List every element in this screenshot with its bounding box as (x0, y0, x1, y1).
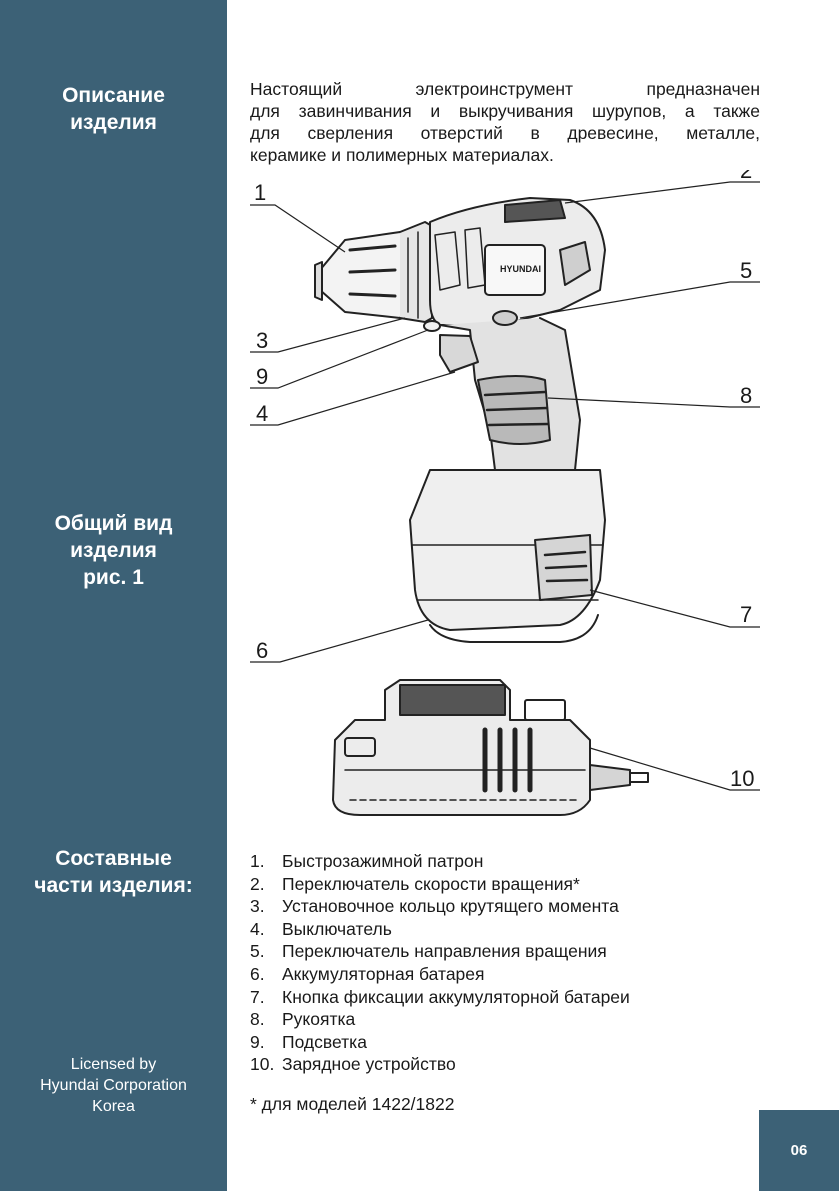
callout-3: 3 (256, 328, 268, 353)
general-view-heading-line: изделия (70, 539, 157, 562)
sidebar (0, 0, 227, 1191)
item-label: Выключатель (282, 918, 392, 939)
license-line: Hyundai Corporation (40, 1077, 187, 1094)
description-heading-line: Описание (62, 84, 165, 107)
list-item: 3. Установочное кольцо крутящего момента (250, 895, 630, 918)
list-item: 9. Подсветка (250, 1031, 630, 1054)
item-label: Переключатель направления вращения (282, 941, 607, 962)
callout-2: 2 (740, 170, 752, 183)
item-number: 6. (250, 963, 265, 984)
item-number: 10. (250, 1054, 275, 1075)
item-number: 9. (250, 1031, 265, 1052)
item-label: Установочное кольцо крутящего момента (282, 896, 619, 917)
components-heading-line: части изделия: (34, 874, 193, 897)
list-item: 10. Зарядное устройство (250, 1053, 630, 1076)
intro-line: Настоящий электроинструмент предназначен (250, 79, 760, 99)
page-number: 06 (759, 1110, 839, 1191)
intro-line: для сверления отверстий в древесине, мет… (250, 123, 760, 143)
item-number: 4. (250, 918, 265, 939)
parts-list: 1. Быстрозажимной патрон 2. Переключатель … (250, 850, 630, 1076)
list-item: 1. Быстрозажимной патрон (250, 850, 630, 873)
item-label: Рукоятка (282, 1009, 356, 1030)
light-shape (423, 320, 441, 332)
list-item: 8. Рукоятка (250, 1008, 630, 1031)
list-item: 4. Выключатель (250, 918, 630, 941)
item-number: 1. (250, 851, 265, 871)
item-label: Зарядное устройство (282, 1054, 456, 1075)
item-label: Быстрозажимной патрон (282, 851, 484, 871)
trigger-shape (439, 334, 479, 373)
license-text: Licensed by Hyundai Corporation Korea (0, 1054, 227, 1117)
list-item: 7. Кнопка фиксации аккумуляторной батареи (250, 986, 630, 1009)
callout-8: 8 (740, 383, 752, 408)
torque-ring-shape (399, 221, 433, 323)
item-number: 7. (250, 986, 265, 1007)
item-number: 3. (250, 896, 265, 917)
drill-figure: HYUNDAI 1 2 3 4 5 6 7 8 9 10 (250, 170, 760, 816)
list-item: 2. Переключатель скорости вращения* (250, 873, 630, 896)
item-label: Аккумуляторная батарея (282, 963, 485, 984)
model-note: * для моделей 1422/1822 (250, 1094, 455, 1114)
item-label: Подсветка (282, 1031, 367, 1052)
license-line: Licensed by (70, 1056, 157, 1073)
components-heading: Составные части изделия: (0, 845, 227, 899)
license-line: Korea (92, 1098, 135, 1115)
list-item: 6. Аккумуляторная батарея (250, 963, 630, 986)
general-view-heading: Общий вид изделия рис. 1 (0, 510, 227, 591)
item-number: 8. (250, 1009, 265, 1030)
item-label: Кнопка фиксации аккумуляторной батареи (282, 986, 630, 1007)
description-heading-line: изделия (70, 111, 157, 134)
item-number: 5. (250, 941, 265, 962)
item-label: Переключатель скорости вращения* (282, 873, 580, 894)
charger-shape (332, 679, 591, 816)
callout-4: 4 (256, 401, 268, 426)
item-number: 2. (250, 873, 265, 894)
list-item: 5. Переключатель направления вращения (250, 940, 630, 963)
general-view-heading-line: Общий вид (54, 512, 173, 535)
callout-10: 10 (730, 766, 754, 791)
intro-paragraph: Настоящий электроинструмент предназначен… (250, 78, 760, 166)
callout-5: 5 (740, 258, 752, 283)
intro-line: керамике и полимерных материалах. (250, 145, 554, 165)
intro-line: для завинчивания и выкручивания шурупов,… (250, 101, 760, 121)
general-view-heading-line: рис. 1 (83, 566, 144, 589)
callout-1: 1 (254, 180, 266, 205)
components-heading-line: Составные (55, 847, 172, 870)
callout-6: 6 (256, 638, 268, 663)
description-heading: Описание изделия (0, 82, 227, 136)
callout-9: 9 (256, 364, 268, 389)
brand-label: HYUNDAI (500, 264, 541, 274)
callout-7: 7 (740, 602, 752, 627)
